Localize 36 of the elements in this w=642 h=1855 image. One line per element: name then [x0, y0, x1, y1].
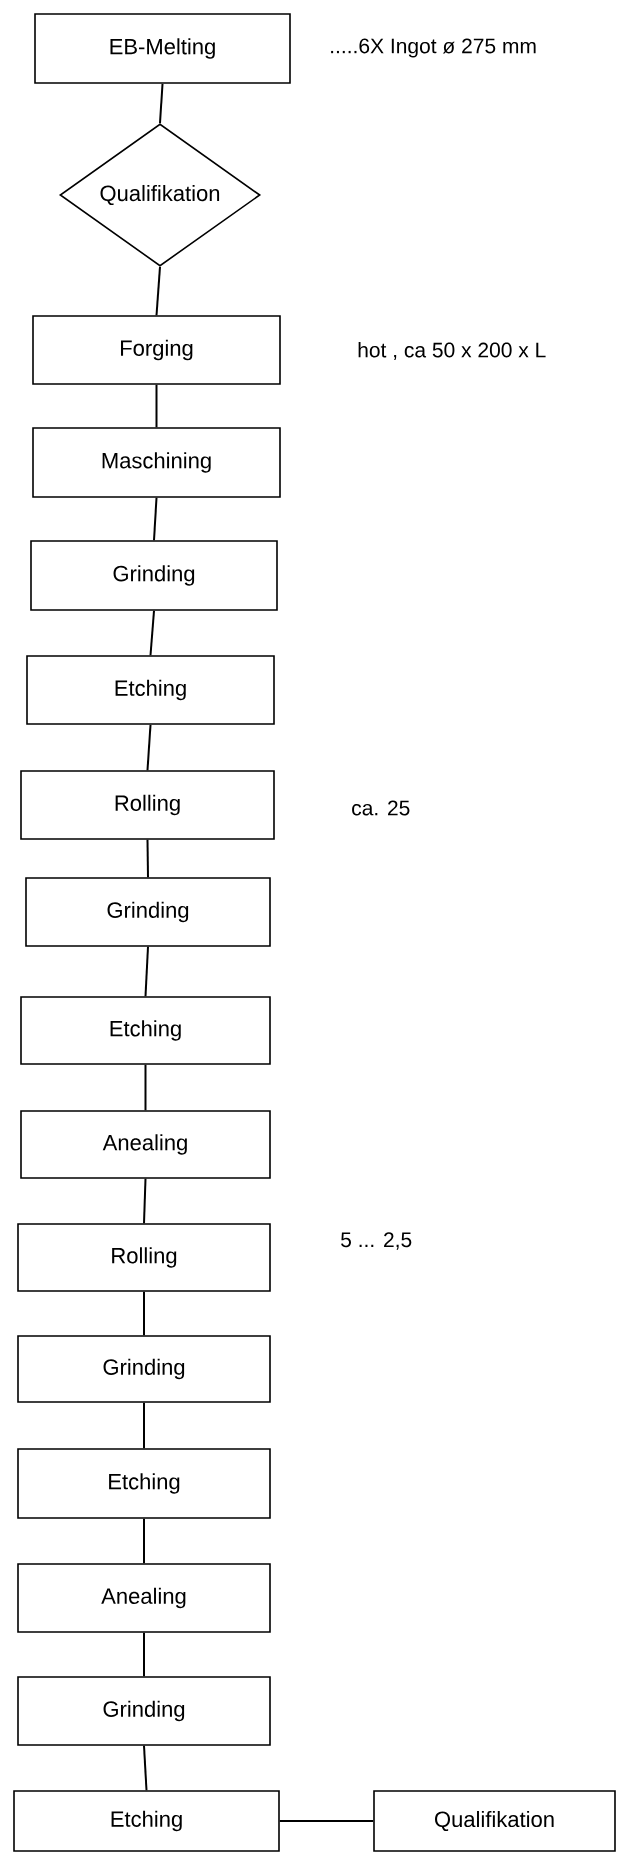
- process-box: Grinding: [17, 1335, 271, 1403]
- connector-line: [278, 1820, 375, 1822]
- process-box: Qualifikation: [373, 1790, 616, 1852]
- connector-line: [143, 1744, 148, 1792]
- process-box: Grinding: [30, 540, 278, 611]
- connector-line: [143, 1631, 145, 1678]
- note-text: hot , ca 50 x 200 x L: [358, 342, 546, 360]
- connector-line: [143, 1290, 145, 1337]
- process-box: Etching: [20, 996, 271, 1065]
- note-text: ca. 25: [352, 800, 410, 816]
- process-box: Etching: [26, 655, 275, 725]
- process-box: EB-Melting: [34, 13, 291, 84]
- process-box: Maschining: [32, 427, 281, 498]
- process-box: Etching: [13, 1790, 280, 1852]
- process-box: Anealing: [20, 1110, 271, 1179]
- connector-line: [149, 609, 155, 657]
- process-box: Forging: [32, 315, 281, 385]
- process-box: Rolling: [17, 1223, 271, 1292]
- connector-line: [144, 945, 149, 998]
- process-box: Etching: [17, 1448, 271, 1519]
- connector-line: [146, 723, 152, 772]
- connector-line: [155, 383, 158, 429]
- connector-line: [146, 838, 149, 879]
- connector-line: [144, 1063, 147, 1112]
- connector-line: [155, 265, 161, 317]
- connector-line: [159, 82, 164, 125]
- note-text: .....6X Ingot ø 275 mm: [331, 38, 536, 58]
- connector-line: [153, 496, 158, 542]
- process-box: Anealing: [17, 1563, 271, 1633]
- process-box: Grinding: [17, 1676, 271, 1746]
- connector-line: [143, 1517, 145, 1565]
- connector-line: [143, 1177, 147, 1225]
- process-box: Rolling: [20, 770, 275, 840]
- process-box: Grinding: [25, 877, 271, 947]
- note-text: 5 ... 2,5: [341, 1232, 412, 1250]
- connector-line: [143, 1401, 145, 1450]
